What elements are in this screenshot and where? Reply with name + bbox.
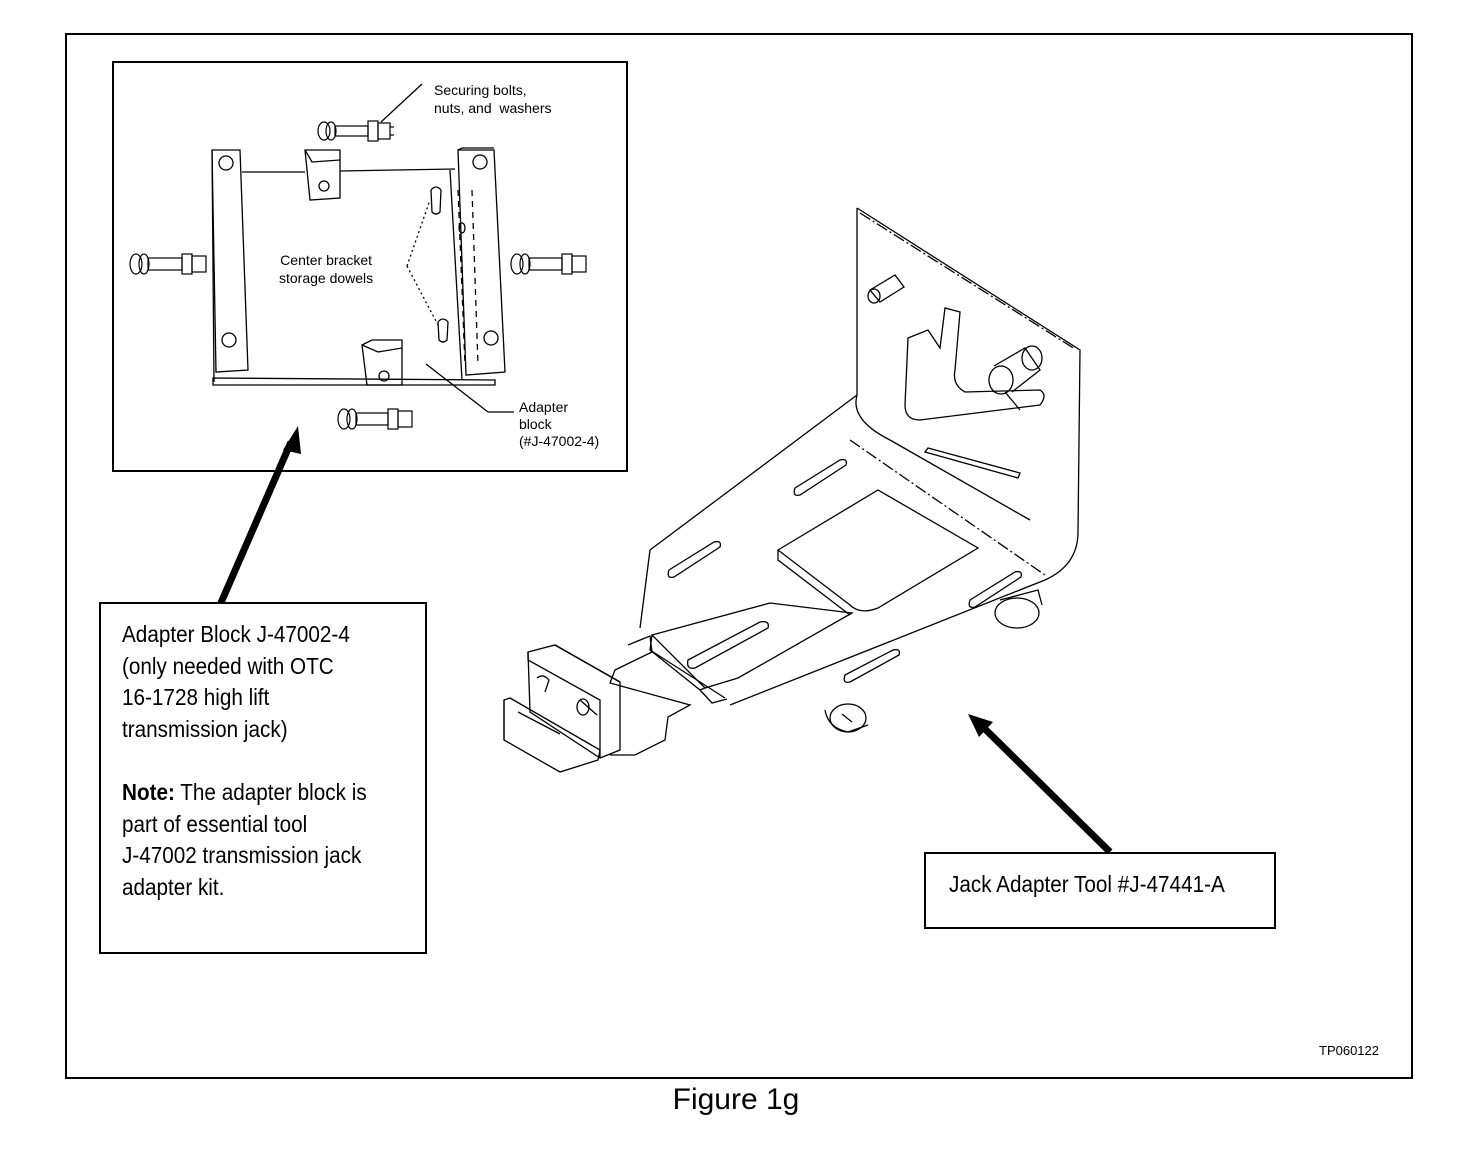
inset-frame xyxy=(112,61,628,472)
arrow-to-inset xyxy=(216,426,301,607)
callout-note-line-2: part of essential tool xyxy=(122,810,308,837)
note-label: Note: xyxy=(122,779,175,805)
bolt-bottom xyxy=(337,408,413,430)
jack-adapter-tool-drawing xyxy=(503,207,1081,773)
callout-line-3: 16-1728 high lift xyxy=(122,684,270,710)
figure-code: TP060122 xyxy=(1319,1043,1379,1058)
callout-jack-adapter: Jack Adapter Tool #J-47441-A xyxy=(924,852,1276,929)
callout-adapter-block: Adapter Block J-47002-4 (only needed wit… xyxy=(99,602,427,954)
callout-line-1: Adapter Block J-47002-4 xyxy=(122,621,350,647)
arrow-to-tool xyxy=(968,714,1113,855)
callout-note-line-4: adapter kit. xyxy=(122,873,225,900)
bolt-left xyxy=(129,253,207,275)
callout-line-4: transmission jack) xyxy=(122,715,288,742)
bolt-top xyxy=(317,120,394,142)
callout-spacer xyxy=(122,745,395,777)
callout-line-2: (only needed with OTC xyxy=(122,652,334,679)
callout-note-line-3: J-47002 transmission jack xyxy=(122,842,362,868)
label-storage-dowels: Center bracket storage dowels xyxy=(279,252,374,286)
callout-note-line: Note: The adapter block is xyxy=(122,777,395,809)
label-securing-bolts: Securing bolts, nuts, and washers xyxy=(434,82,552,116)
jack-adapter-label: Jack Adapter Tool #J-47441-A xyxy=(949,871,1225,897)
note-text-1: The adapter block is xyxy=(174,779,367,805)
adapter-block-drawing xyxy=(211,83,514,413)
figure-caption: Figure 1g xyxy=(672,1083,800,1116)
label-adapter-block: Adapter block (#J-47002-4) xyxy=(519,399,600,449)
figure-frame xyxy=(65,33,1413,1079)
bolt-right xyxy=(510,253,587,275)
